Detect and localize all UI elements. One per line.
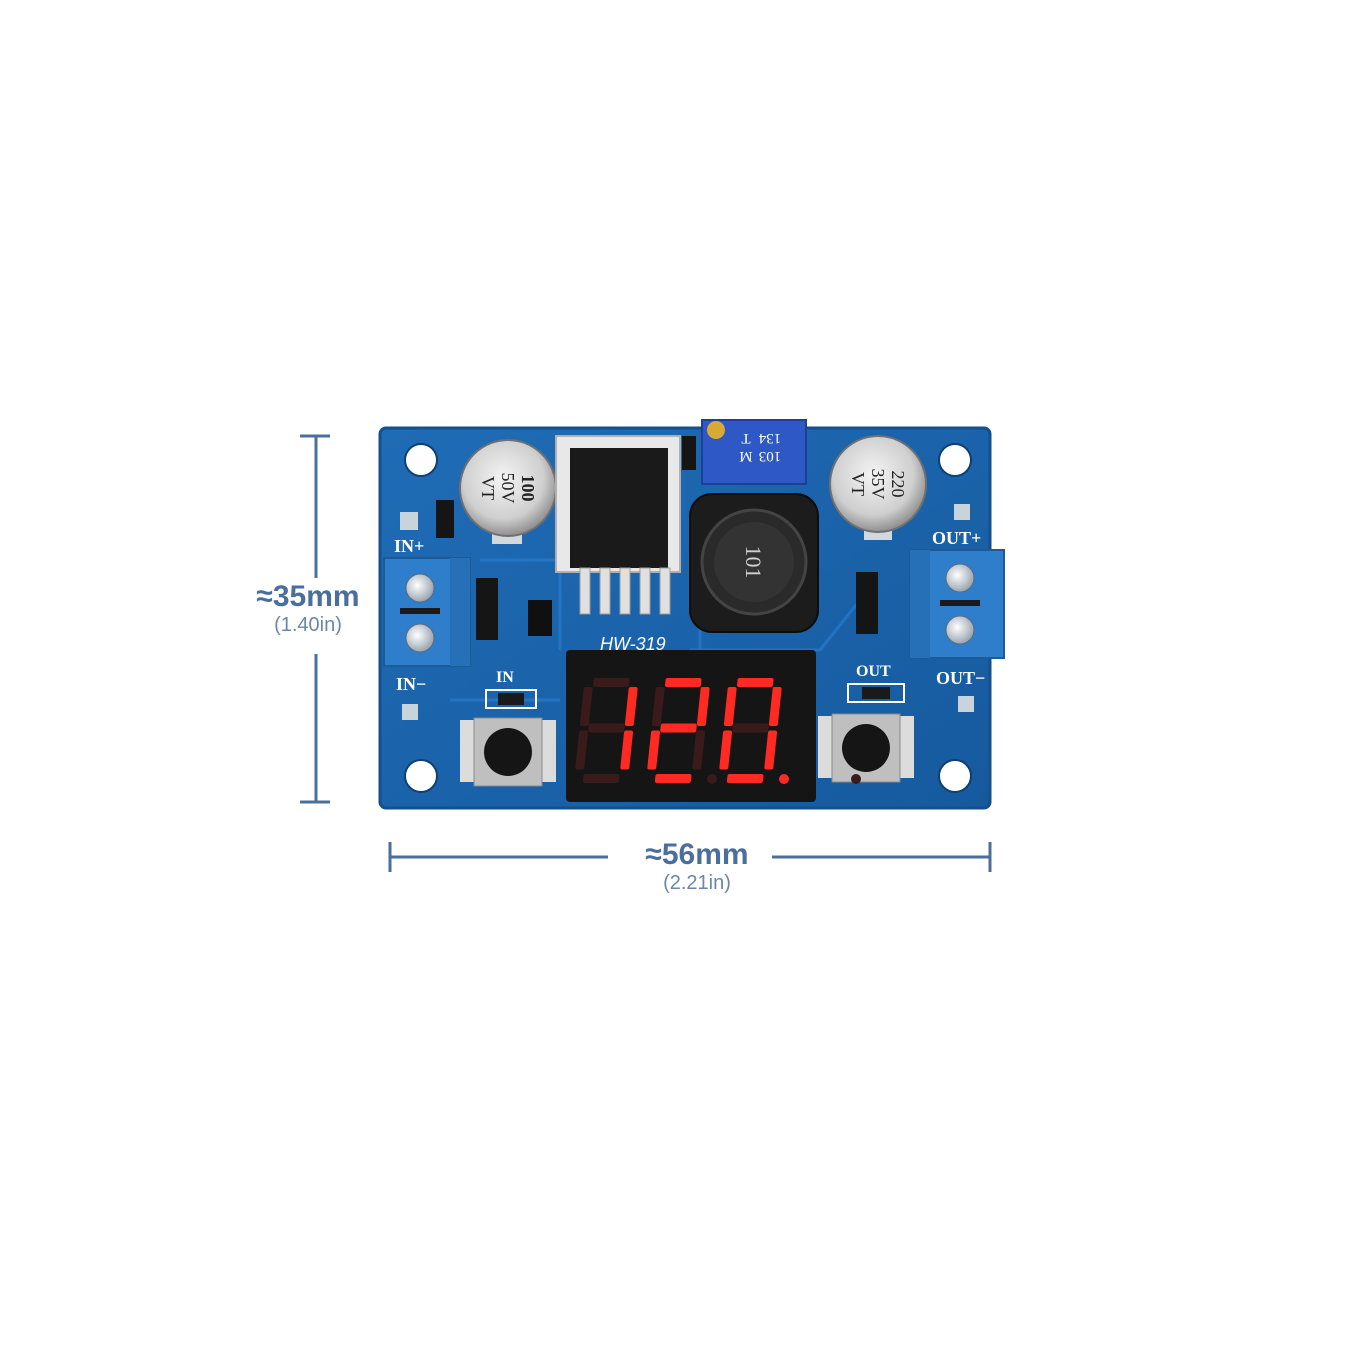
cap-left-value: 100 xyxy=(518,475,538,502)
width-sub-label: (2.21in) xyxy=(663,872,731,894)
width-dimension-line xyxy=(388,842,992,872)
led-out-label: OUT xyxy=(856,663,891,680)
decimal-point xyxy=(851,774,861,784)
segment-c xyxy=(692,730,706,770)
cap-right-voltage: 35V xyxy=(868,469,888,500)
pot-code-4: T xyxy=(741,430,750,446)
segment-f xyxy=(579,687,593,726)
left-push-button[interactable] xyxy=(460,717,556,787)
segment-g xyxy=(660,723,697,733)
transistor xyxy=(528,600,552,636)
led-out: OUT xyxy=(847,663,905,703)
cap-right-value: 220 xyxy=(888,471,908,498)
cap-left-voltage: 50V xyxy=(498,473,518,504)
cap-left-series: VT xyxy=(478,476,498,500)
width-label: ≈56mm xyxy=(645,838,749,871)
height-dimension-line xyxy=(300,434,330,804)
segment-d xyxy=(654,774,692,783)
capacitor-left: 100 50V VT xyxy=(459,439,557,544)
screw-icon xyxy=(405,573,435,603)
led-in-label: IN xyxy=(496,669,514,686)
cap-right-series: VT xyxy=(848,472,868,496)
pot-code-2: M xyxy=(739,448,752,464)
segment-a xyxy=(736,678,774,687)
pot-code-3: 134 xyxy=(758,430,781,446)
label-in-minus: IN− xyxy=(396,674,426,694)
screw-icon xyxy=(945,615,975,645)
trim-potentiometer[interactable]: 103 M 134 T xyxy=(701,419,807,485)
segment-g xyxy=(588,723,625,733)
segment-e xyxy=(575,730,589,770)
label-out-plus: OUT+ xyxy=(932,528,981,548)
segment-f xyxy=(651,687,665,726)
inductor: 101 xyxy=(689,493,819,633)
segment-b xyxy=(696,687,710,726)
capacitor-right: 220 35V VT xyxy=(829,435,927,540)
segment-b xyxy=(768,687,782,726)
height-sub-label: (1.40in) xyxy=(274,614,342,636)
segment-e xyxy=(647,730,661,770)
right-push-button[interactable] xyxy=(818,713,914,783)
segment-d xyxy=(726,774,764,783)
output-terminal-block[interactable] xyxy=(909,549,1005,659)
segment-a xyxy=(664,678,702,687)
seven-segment-display: 12.0 xyxy=(566,650,861,802)
segment-f xyxy=(723,687,737,726)
screw-icon xyxy=(945,563,975,593)
segment-e xyxy=(719,730,733,770)
inductor-code: 101 xyxy=(741,546,766,579)
pot-code-1: 103 xyxy=(759,448,782,464)
segment-b xyxy=(624,687,638,726)
led-in: IN xyxy=(485,669,537,709)
input-terminal-block[interactable] xyxy=(383,557,471,667)
screw-icon xyxy=(405,623,435,653)
label-out-minus: OUT− xyxy=(936,668,985,688)
segment-a xyxy=(592,678,630,687)
segment-c xyxy=(620,730,634,770)
segment-g xyxy=(732,723,769,733)
regulator-ic xyxy=(555,435,681,615)
decimal-point xyxy=(707,774,717,784)
model-label: HW-319 xyxy=(600,634,666,654)
height-dimension: ≈35mm (1.40in) xyxy=(228,580,388,637)
height-label: ≈35mm xyxy=(256,580,360,613)
width-dimension: ≈56mm (2.21in) xyxy=(612,838,782,895)
label-in-plus: IN+ xyxy=(394,536,424,556)
segment-d xyxy=(582,774,620,783)
decimal-point xyxy=(779,774,789,784)
segment-c xyxy=(764,730,778,770)
mounting-holes xyxy=(404,443,972,793)
